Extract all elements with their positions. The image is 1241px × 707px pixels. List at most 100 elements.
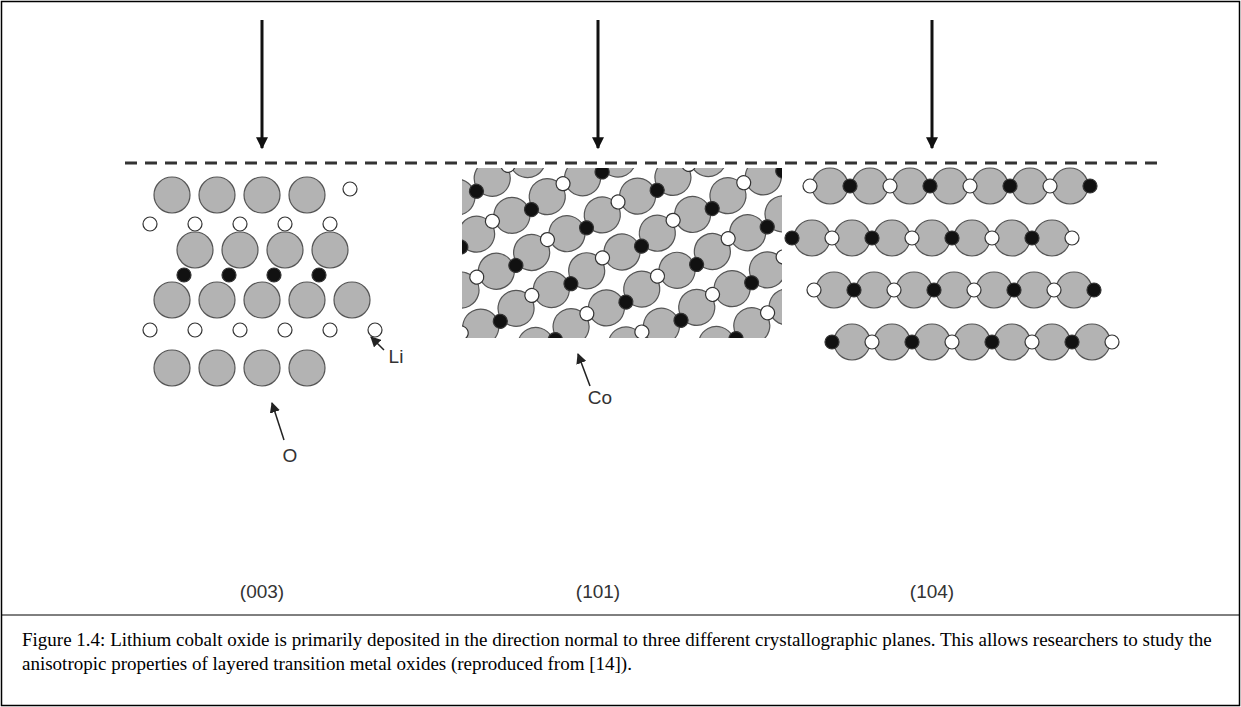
lithium-atom: [368, 323, 382, 337]
lithium-atom: [233, 217, 247, 231]
cobalt-atom: [742, 273, 761, 292]
figure-caption: Figure 1.4: Lithium cobalt oxide is prim…: [22, 628, 1217, 676]
lithium-atom: [467, 268, 486, 287]
cobalt-atom: [491, 312, 510, 331]
oxygen-atom: [562, 246, 611, 295]
cobalt-atom: [577, 218, 596, 237]
oxygen-atom: [759, 190, 782, 239]
lithium-atom: [143, 323, 157, 337]
lithium-atom: [883, 179, 897, 193]
oxygen-atom: [633, 209, 682, 258]
lithium-atom: [323, 323, 337, 337]
cobalt-atom: [1083, 179, 1097, 193]
cobalt-atom: [267, 268, 281, 282]
oxygen-atom: [289, 177, 325, 213]
lithium-atom: [538, 230, 557, 249]
oxygen-atom: [334, 282, 370, 318]
lithium-atom: [554, 174, 573, 193]
cobalt-atom: [727, 329, 746, 338]
cobalt-atom: [905, 335, 919, 349]
lithium-atom: [1043, 179, 1057, 193]
oxygen-atom: [267, 232, 303, 268]
oxygen-atom: [617, 265, 666, 314]
lithium-atom: [632, 323, 651, 338]
oxygen-atom: [244, 282, 280, 318]
cobalt-atom: [522, 200, 541, 219]
cobalt-atom: [945, 231, 959, 245]
oxygen-atom: [289, 350, 325, 386]
oxygen-atom: [743, 245, 782, 294]
cobalt-atom: [1003, 179, 1017, 193]
lithium-atom: [825, 231, 839, 245]
cobalt-atom: [687, 255, 706, 274]
cobalt-atom: [1065, 335, 1079, 349]
oxygen-atom: [462, 266, 485, 315]
cobalt-atom: [1007, 283, 1021, 297]
lithium-atom: [967, 283, 981, 297]
lithium-atom: [963, 179, 977, 193]
cobalt-atom: [758, 217, 777, 236]
lithium-atom: [985, 231, 999, 245]
lithium-atom: [807, 283, 821, 297]
oxygen-atom: [523, 172, 572, 221]
lithium-atom: [278, 323, 292, 337]
lithium-atom: [143, 217, 157, 231]
oxygen-atom: [244, 350, 280, 386]
cobalt-atom: [222, 268, 236, 282]
lithium-atom: [1047, 283, 1061, 297]
cobalt-atom: [506, 256, 525, 275]
plane-label: (003): [240, 581, 284, 603]
lithium-atom: [648, 267, 667, 286]
oxygen-atom: [154, 282, 190, 318]
cobalt-atom: [593, 168, 612, 181]
oxygen-atom: [688, 227, 737, 276]
oxygen-atom: [154, 350, 190, 386]
lithium-atom: [577, 304, 596, 323]
cobalt-atom: [847, 283, 861, 297]
plane-label: (104): [910, 581, 954, 603]
lithium-atom: [1065, 231, 1079, 245]
cobalt-atom: [177, 268, 191, 282]
cobalt-atom: [672, 311, 691, 330]
oxygen-atom: [312, 232, 348, 268]
cobalt-atom: [546, 330, 565, 338]
cobalt-atom: [703, 199, 722, 218]
lithium-atom: [593, 248, 612, 267]
lithium-atom: [522, 286, 541, 305]
lithium-atom: [499, 168, 518, 175]
lithium-atom: [343, 182, 357, 196]
lattice-003: [143, 177, 382, 386]
oxygen-atom: [177, 232, 213, 268]
oxygen-atom: [492, 284, 541, 333]
lithium-atom: [1105, 335, 1119, 349]
atom-label: O: [283, 445, 298, 467]
lithium-atom: [905, 231, 919, 245]
lithium-atom: [664, 211, 683, 230]
oxygen-atom: [727, 301, 776, 338]
oxygen-atom: [774, 168, 782, 182]
cobalt-atom: [927, 283, 941, 297]
lithium-atom: [803, 179, 817, 193]
lithium-atom: [719, 229, 738, 248]
cobalt-atom: [1087, 283, 1101, 297]
lithium-atom: [233, 323, 247, 337]
cobalt-atom: [561, 274, 580, 293]
lithium-atom: [188, 217, 202, 231]
oxygen-atom: [547, 302, 596, 338]
oxygen-atom: [462, 210, 501, 259]
lithium-atom: [774, 247, 782, 266]
cobalt-atom: [462, 238, 470, 257]
atom-label: Co: [588, 387, 612, 409]
oxygen-atom: [507, 228, 556, 277]
cobalt-atom: [616, 293, 635, 312]
cobalt-atom: [312, 268, 326, 282]
lithium-atom: [703, 285, 722, 304]
lithium-atom: [483, 212, 502, 231]
lithium-atom: [323, 217, 337, 231]
oxygen-atom: [704, 171, 753, 220]
lithium-atom: [679, 168, 698, 174]
leader-lines: [272, 337, 590, 440]
caption-rule: [2, 615, 1239, 616]
lithium-atom: [1025, 335, 1039, 349]
oxygen-atom: [199, 350, 235, 386]
